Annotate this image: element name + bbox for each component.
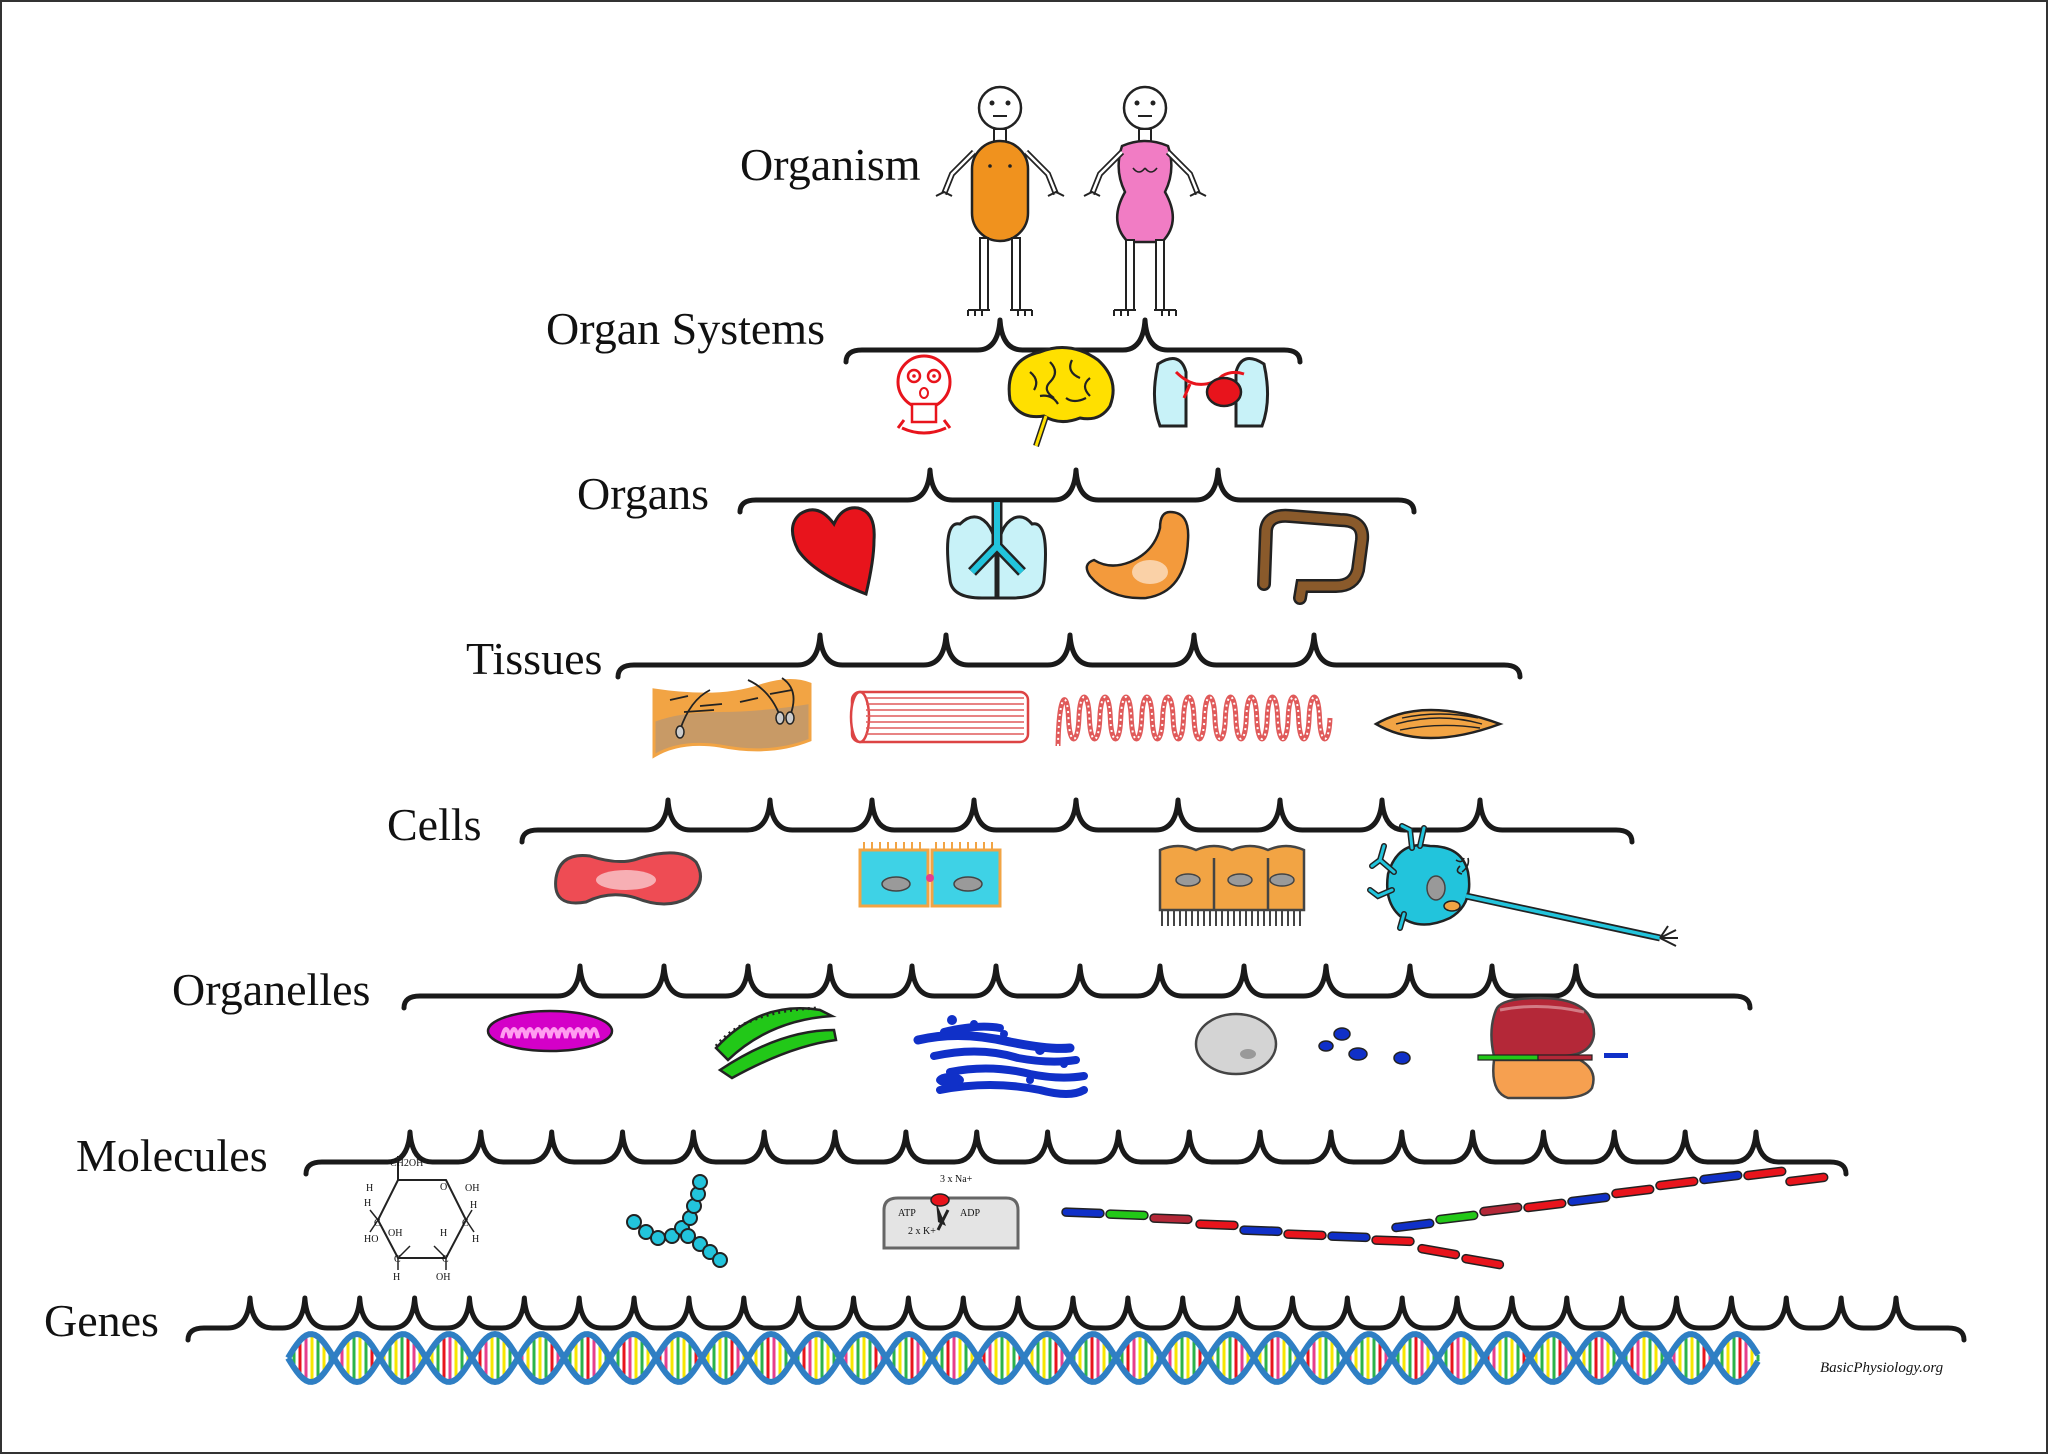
intestinal-cells-icon [1158, 844, 1306, 926]
stomach-icon [1085, 510, 1190, 600]
amino-acid-bead-3 [650, 1230, 666, 1246]
brace-level-2 [737, 467, 1417, 515]
protein-segment-b-4 [1523, 1198, 1567, 1213]
label-genes: Genes [44, 1295, 159, 1346]
glucose-ch2oh-label: CH2OH [390, 1158, 423, 1169]
golgi-apparatus-icon [913, 1015, 1088, 1098]
hierarchy-braces [185, 317, 1967, 1343]
protein-segment-4 [1195, 1219, 1239, 1231]
protein-segment-8 [1371, 1235, 1415, 1247]
protein-segment-b-8 [1699, 1170, 1743, 1185]
nervous-system-brain-icon [1007, 346, 1115, 447]
cardiac-muscle-tissue-icon [1055, 694, 1333, 747]
glucose-o-label: O [440, 1182, 447, 1193]
protein-segment-b-10 [1785, 1172, 1829, 1187]
brace-level-5 [401, 963, 1753, 1011]
glucose-h-label-3: H [470, 1200, 477, 1211]
protein-chain-icon [1061, 1166, 1829, 1270]
protein-segment-1 [1061, 1207, 1105, 1219]
female-figure-icon [1083, 85, 1207, 316]
skeletal-muscle-tissue-icon [849, 690, 1030, 744]
label-organs: Organs [577, 468, 709, 519]
protein-segment-5 [1239, 1225, 1283, 1237]
label-organ-systems: Organ Systems [546, 303, 825, 354]
mitochondrion-icon [486, 1009, 614, 1053]
source-credit: BasicPhysiology.org [1820, 1360, 1944, 1376]
sodium-potassium-pump-icon: 3 x Na+ 2 x K+ ATP ADP [882, 1174, 1020, 1250]
glucose-h-label-5: H [440, 1228, 447, 1239]
adp-label: ADP [960, 1208, 980, 1219]
cardiac-wave-striation [1057, 696, 1331, 747]
epithelial-cells-icon [858, 842, 1002, 908]
protein-segment-6 [1283, 1229, 1327, 1241]
protein-segment-b-1 [1391, 1218, 1435, 1233]
protein-segment-b-2 [1435, 1210, 1479, 1225]
amino-acid-bead-13 [712, 1252, 728, 1268]
brace-level-7 [185, 1295, 1967, 1343]
male-figure-icon [935, 85, 1065, 316]
dna-strand-2 [285, 1330, 1761, 1386]
glucose-h-label-4: H [472, 1234, 479, 1245]
label-organelles: Organelles [172, 964, 370, 1015]
protein-segment-b-6 [1611, 1184, 1655, 1199]
potassium-label: 2 x K+ [908, 1226, 936, 1237]
glucose-c-label-2: C [462, 1218, 469, 1229]
protein-segment-b-5 [1567, 1192, 1611, 1207]
glucose-h-label-2: H [364, 1198, 371, 1209]
sodium-label: 3 x Na+ [940, 1174, 973, 1185]
glucose-molecule-icon: CH2OH O OH H C C H H HO H OH H C C H OH [364, 1156, 479, 1283]
ribosome-icon [1477, 996, 1628, 1100]
label-cells: Cells [387, 799, 482, 850]
neuron-icon [1367, 823, 1678, 947]
vesicles-icon [1318, 1027, 1411, 1065]
brace-level-3 [615, 632, 1523, 680]
amino-acid-bead-10 [680, 1228, 696, 1244]
red-blood-cell-icon [554, 851, 702, 906]
intestine-icon [1257, 508, 1370, 605]
glucose-h-label-6: H [393, 1272, 400, 1283]
glucose-c-label-3: C [394, 1254, 401, 1265]
protein-segment-9 [1417, 1243, 1461, 1260]
skin-tissue-icon [652, 677, 812, 759]
label-organism: Organism [740, 139, 921, 190]
glucose-ho-label: HO [364, 1234, 378, 1245]
glucose-oh-label-1: OH [465, 1183, 479, 1194]
dna-double-helix-icon [285, 1330, 1761, 1386]
brace-level-4 [519, 797, 1635, 845]
nucleus-icon [1194, 1012, 1278, 1076]
smooth-muscle-tissue-icon [1373, 708, 1504, 740]
glucose-c-label-4: C [442, 1254, 449, 1265]
skeletal-system-icon [896, 354, 952, 435]
protein-segment-10 [1461, 1253, 1505, 1270]
glucose-oh-label-2: OH [388, 1228, 402, 1239]
glucose-h-label-1: H [366, 1183, 373, 1194]
heart-icon [791, 506, 876, 597]
label-tissues: Tissues [466, 633, 602, 684]
glucose-oh-label-3: OH [436, 1272, 450, 1283]
amino-acid-bead-1 [626, 1214, 642, 1230]
brace-level-6 [303, 1129, 1849, 1177]
amino-acid-bead-9 [692, 1174, 708, 1190]
protein-segment-b-7 [1655, 1176, 1699, 1191]
protein-segment-7 [1327, 1231, 1371, 1243]
atp-label: ATP [898, 1208, 916, 1219]
respiratory-circulatory-system-icon [1153, 357, 1269, 428]
amino-acid-chain-icon [626, 1174, 728, 1268]
protein-segment-2 [1105, 1209, 1149, 1221]
protein-segment-b-3 [1479, 1202, 1523, 1217]
glucose-c-label-1: C [374, 1218, 381, 1229]
endoplasmic-reticulum-icon [714, 1006, 838, 1080]
protein-segment-3 [1149, 1213, 1193, 1225]
protein-segment-b-9 [1743, 1166, 1787, 1181]
label-molecules: Molecules [76, 1130, 268, 1181]
lungs-icon [946, 502, 1047, 600]
